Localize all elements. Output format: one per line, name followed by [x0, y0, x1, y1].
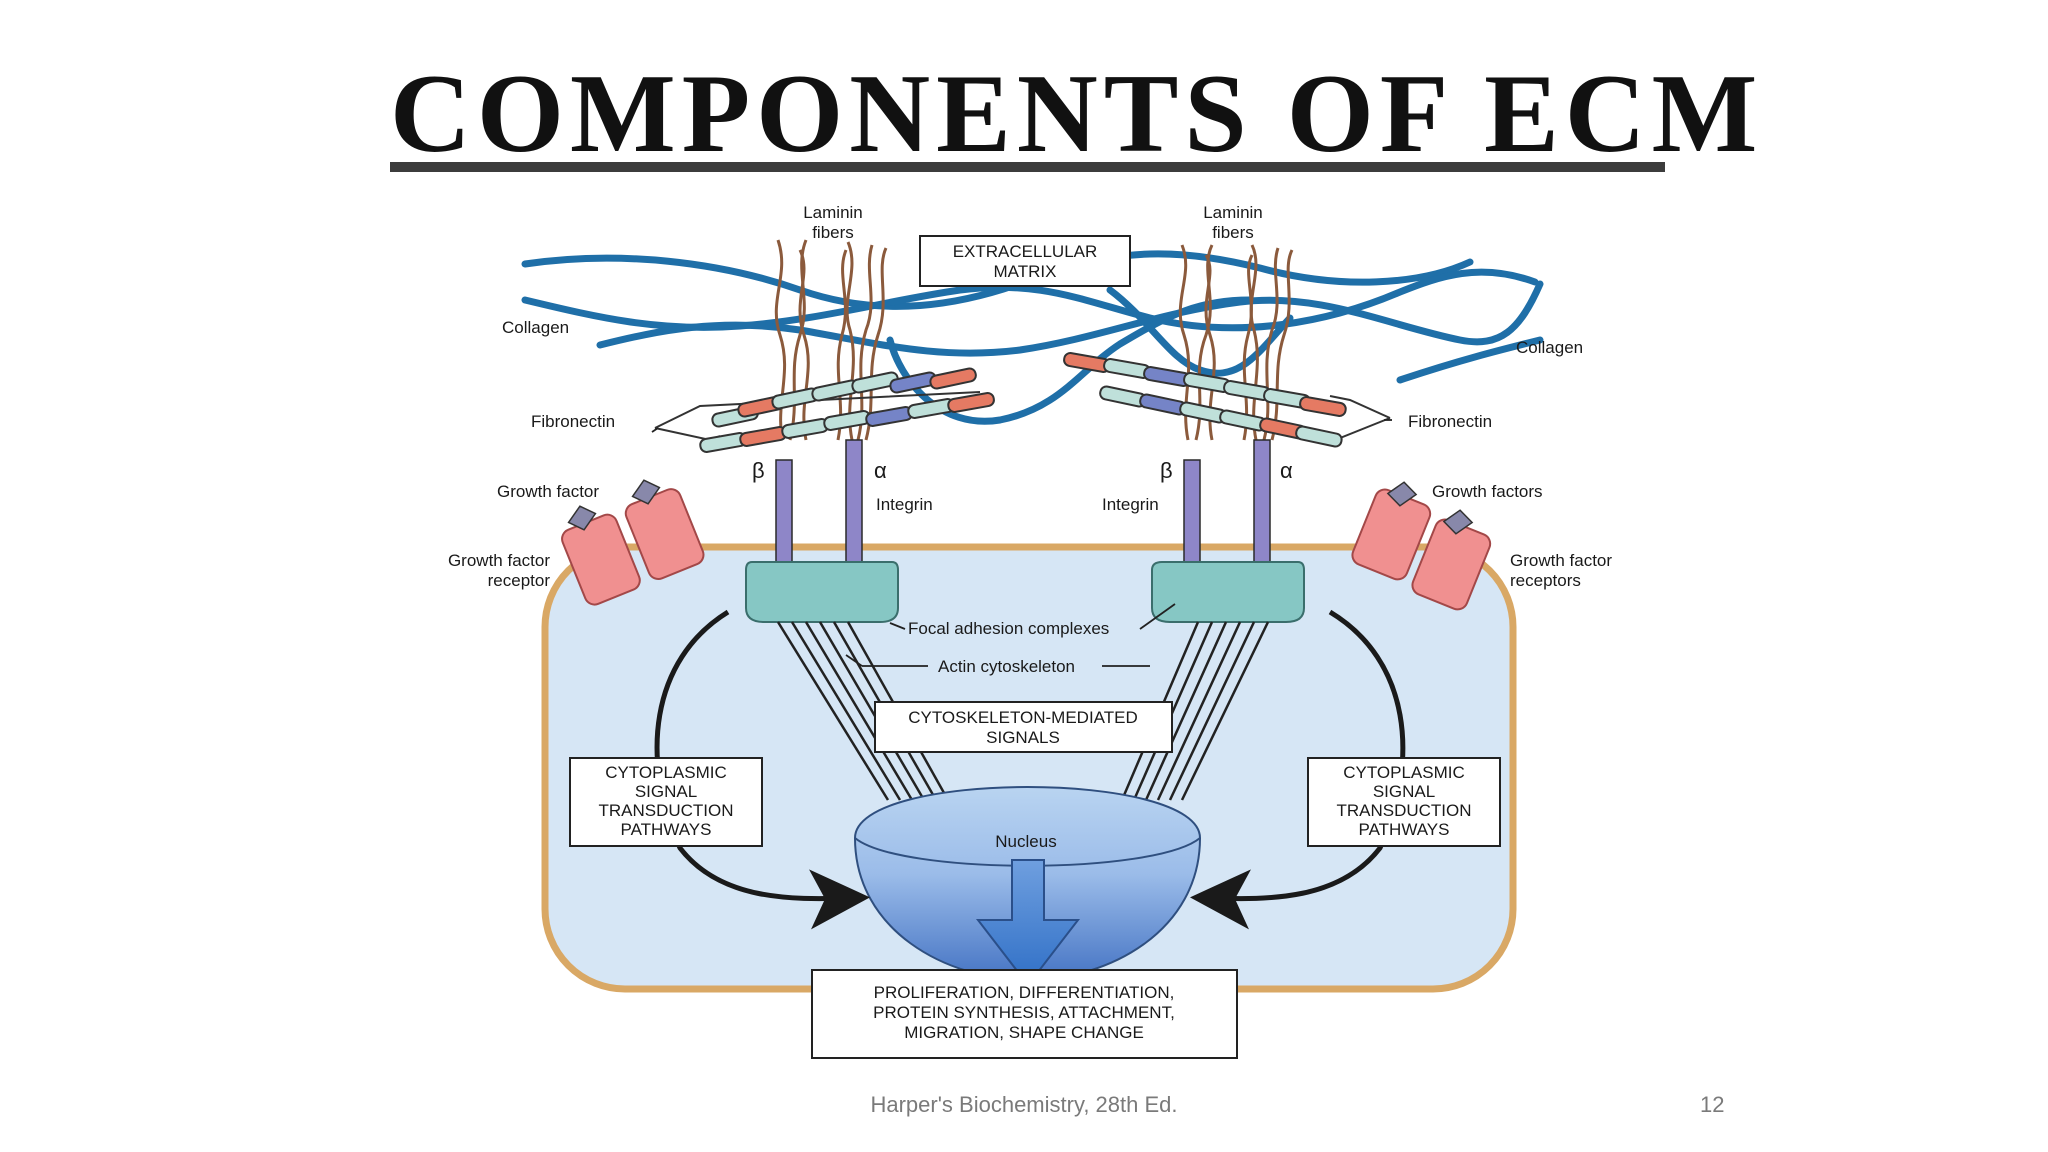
cytoplasmic-right-label-2: SIGNAL: [1373, 782, 1435, 801]
cytoskeleton-signals-label-2: SIGNALS: [986, 728, 1060, 747]
cytoplasmic-left-label-3: TRANSDUCTION: [598, 801, 733, 820]
growth-factor-receptors-right-label-2: receptors: [1510, 571, 1581, 590]
collagen-right-label: Collagen: [1516, 338, 1583, 357]
focal-adhesion-label: Focal adhesion complexes: [908, 619, 1109, 638]
growth-factor-receptor-right: [1351, 481, 1492, 611]
slide-title: COMPONENTS OF ECM: [390, 52, 1764, 176]
cytoplasmic-right-box: [1307, 757, 1501, 847]
title-underline: [390, 162, 1665, 172]
growth-factor-receptor-left: [561, 479, 705, 606]
integrin-right-label: Integrin: [1102, 495, 1159, 514]
alpha-left-label: α: [874, 458, 887, 483]
laminin-left-label-1: Laminin: [803, 203, 863, 222]
alpha-right-label: α: [1280, 458, 1293, 483]
cytoplasmic-right-label-1: CYTOPLASMIC: [1343, 763, 1465, 782]
cytoplasmic-left-label-2: SIGNAL: [635, 782, 697, 801]
fibronectin-right-label: Fibronectin: [1408, 412, 1492, 431]
growth-factors-right-label: Growth factors: [1432, 482, 1543, 501]
cytoplasmic-left-label-1: CYTOPLASMIC: [605, 763, 727, 782]
laminin-left-label-2: fibers: [812, 223, 854, 242]
beta-left-label: β: [752, 458, 765, 483]
focal-adhesion-left: [745, 561, 899, 623]
outcome-label-1: PROLIFERATION, DIFFERENTIATION,: [874, 983, 1175, 1002]
extracellular-matrix-label-2: MATRIX: [994, 262, 1057, 281]
focal-adhesion-right: [1151, 561, 1305, 623]
nucleus-label: Nucleus: [995, 832, 1056, 851]
cytoskeleton-signals-label-1: CYTOSKELETON-MEDIATED: [908, 708, 1138, 727]
leader-lines: [651, 419, 1392, 667]
cytoplasmic-right-label-4: PATHWAYS: [1359, 820, 1450, 839]
nucleus-output-arrow: [975, 859, 1081, 987]
laminin-right-label-1: Laminin: [1203, 203, 1263, 222]
laminin-right-label-2: fibers: [1212, 223, 1254, 242]
integrin-right: [1183, 439, 1271, 571]
fibronectin-left-label: Fibronectin: [531, 412, 615, 431]
cytoplasmic-right-label-3: TRANSDUCTION: [1336, 801, 1471, 820]
extracellular-matrix-label-1: EXTRACELLULAR: [953, 242, 1098, 261]
actin-cytoskeleton-lines: [776, 621, 1270, 801]
outcome-box: [811, 969, 1238, 1059]
actin-cytoskeleton-label: Actin cytoskeleton: [938, 657, 1075, 676]
beta-right-label: β: [1160, 458, 1173, 483]
extracellular-matrix-box: [919, 235, 1131, 287]
growth-factor-receptor-left-label-1: Growth factor: [448, 551, 550, 570]
source-citation: Harper's Biochemistry, 28th Ed.: [870, 1092, 1178, 1117]
fibronectin-left: [654, 367, 995, 453]
cytoplasmic-left-label-4: PATHWAYS: [621, 820, 712, 839]
page-number: 12: [1700, 1092, 1725, 1117]
growth-factor-left-label: Growth factor: [497, 482, 599, 501]
outcome-label-3: MIGRATION, SHAPE CHANGE: [904, 1023, 1144, 1042]
cytoskeleton-signals-box: [874, 701, 1173, 753]
integrin-left-label: Integrin: [876, 495, 933, 514]
growth-factor-receptors-right-label-1: Growth factor: [1510, 551, 1612, 570]
fibronectin-right: [1063, 352, 1391, 448]
collagen-left-label: Collagen: [502, 318, 569, 337]
outcome-label-2: PROTEIN SYNTHESIS, ATTACHMENT,: [873, 1003, 1175, 1022]
cytoplasmic-left-box: [569, 757, 763, 847]
growth-factor-receptor-left-label-2: receptor: [488, 571, 551, 590]
